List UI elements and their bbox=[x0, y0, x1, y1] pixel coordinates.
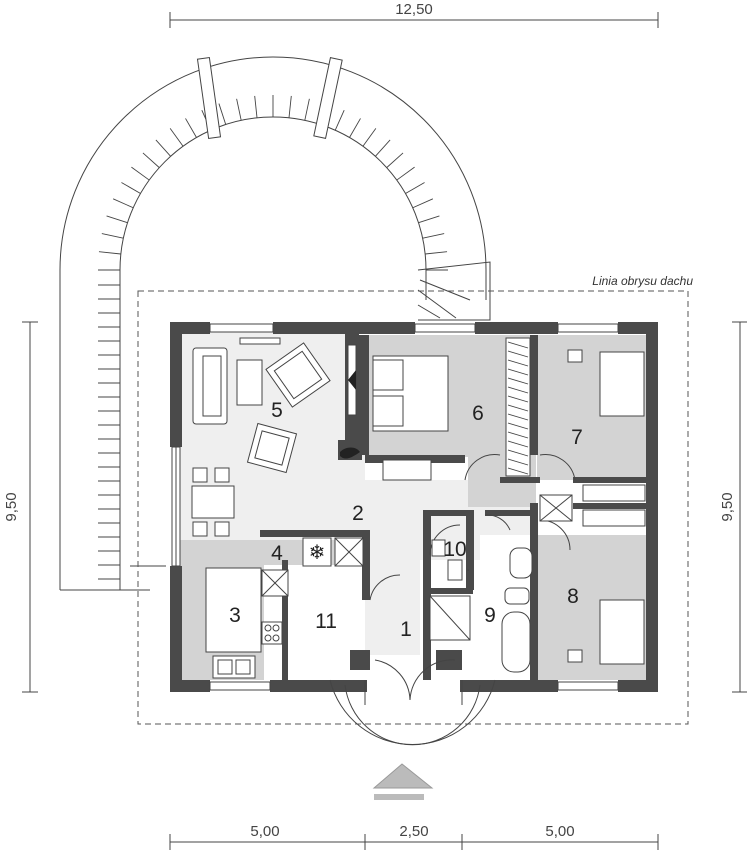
roof-outline-label: Linia obrysu dachu bbox=[592, 274, 693, 288]
room-6-label: 6 bbox=[472, 402, 484, 425]
room-3-label: 3 bbox=[229, 604, 241, 627]
room-4-label: 4 bbox=[271, 542, 283, 565]
bedroom-fixtures bbox=[372, 337, 646, 673]
room-7-label: 7 bbox=[571, 426, 583, 449]
room-2-label: 2 bbox=[352, 502, 364, 525]
dim-right-height: 9,50 bbox=[719, 492, 736, 521]
room-10-label: 10 bbox=[443, 538, 466, 561]
dim-bottom-middle: 2,50 bbox=[399, 823, 428, 840]
living-room-furniture bbox=[191, 337, 360, 537]
room-11-label: 11 bbox=[315, 610, 337, 633]
room-1-label: 1 bbox=[400, 618, 412, 641]
doors bbox=[329, 454, 576, 746]
dimension-lines: 12,50 5,00 2,50 5,00 9,50 9,50 bbox=[3, 1, 747, 850]
dim-bottom-right: 5,00 bbox=[545, 823, 574, 840]
room-9-label: 9 bbox=[484, 604, 496, 627]
dim-top-total: 12,50 bbox=[395, 1, 433, 18]
room-5-label: 5 bbox=[271, 399, 283, 422]
snowflake-icon: ❄ bbox=[309, 542, 326, 564]
pergola-arch bbox=[59, 56, 491, 591]
entrance-arrow bbox=[372, 763, 434, 800]
windows bbox=[171, 323, 619, 691]
room-8-label: 8 bbox=[567, 585, 579, 608]
dim-left-height: 9,50 bbox=[3, 492, 20, 521]
room-labels: 1 2 3 4 5 6 7 8 9 10 11 bbox=[229, 399, 583, 641]
dim-bottom-left: 5,00 bbox=[250, 823, 279, 840]
kitchen-fixtures: ❄ bbox=[205, 537, 364, 679]
roof-outline bbox=[137, 290, 689, 725]
